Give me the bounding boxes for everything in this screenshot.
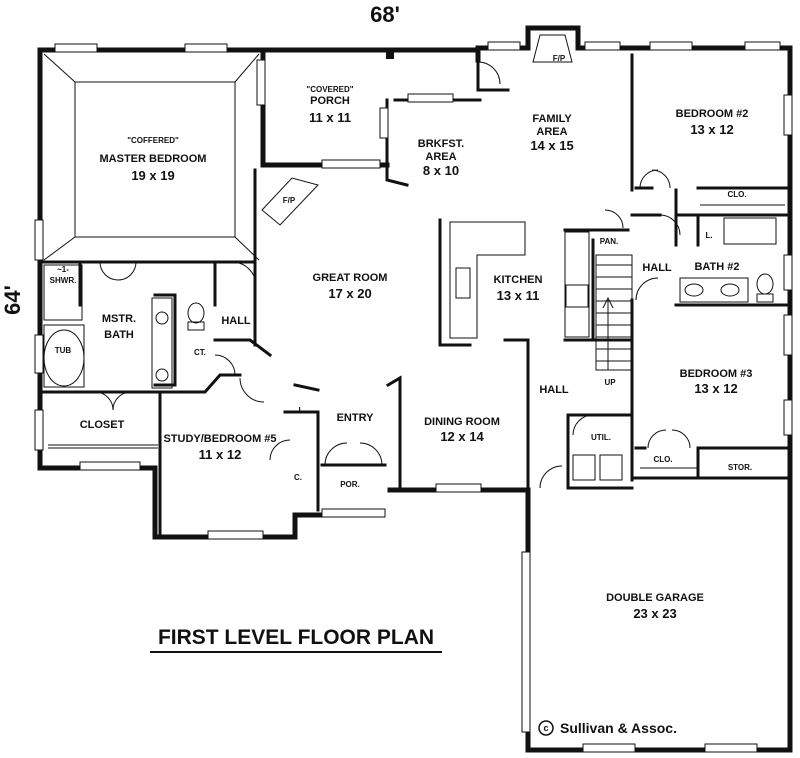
copyright-symbol: c	[543, 723, 548, 733]
master-bedroom-note: "COFFERED"	[127, 136, 179, 145]
linen-bath2-label: L.	[705, 231, 712, 240]
windows	[34, 41, 793, 753]
family-size: 14 x 15	[530, 138, 573, 153]
hall-right-label: HALL	[642, 262, 672, 274]
closet-label: CLOSET	[80, 419, 125, 431]
credit-text: Sullivan & Assoc.	[560, 720, 677, 736]
kitchen-size: 13 x 11	[497, 288, 540, 303]
bedroom2-name: BEDROOM #2	[676, 108, 749, 120]
plan-title: FIRST LEVEL FLOOR PLAN	[158, 626, 434, 649]
kitchen-label: KITCHEN 13 x 11	[494, 274, 543, 303]
tub-label: TUB	[55, 346, 72, 355]
study-name: STUDY/BEDROOM #5	[163, 433, 276, 445]
porch-label: "COVERED" PORCH 11 x 11	[306, 85, 353, 125]
depth-dimension: 64'	[0, 285, 25, 315]
great-room-name: GREAT ROOM	[313, 272, 388, 284]
kitchen-name: KITCHEN	[494, 274, 543, 286]
bedroom3-name: BEDROOM #3	[680, 368, 753, 380]
util-label: UTIL.	[591, 433, 611, 442]
family-line2: AREA	[536, 126, 567, 138]
pantry-label: PAN.	[600, 237, 619, 246]
bedroom2-size: 13 x 12	[690, 122, 733, 137]
great-room-size: 17 x 20	[328, 286, 371, 301]
family-label: FAMILY AREA 14 x 15	[530, 113, 573, 153]
credit-block: c Sullivan & Assoc.	[538, 720, 677, 736]
brkfst-line2: AREA	[425, 151, 456, 163]
great-room-label: GREAT ROOM 17 x 20	[313, 272, 388, 301]
storage-label: STOR.	[728, 463, 752, 472]
bedroom3-label: BEDROOM #3 13 x 12	[680, 368, 753, 396]
garage-label: DOUBLE GARAGE 23 x 23	[606, 592, 704, 621]
ct-label: CT.	[194, 348, 206, 357]
hall-center-label: HALL	[539, 384, 569, 396]
shower-label: SHWR.	[50, 276, 77, 285]
bedroom3-size: 13 x 12	[694, 381, 737, 396]
fireplace-great-label: F/P	[283, 196, 296, 205]
dining-label: DINING ROOM 12 x 14	[424, 416, 500, 444]
stairs-up-label: UP	[604, 378, 616, 387]
family-line1: FAMILY	[532, 113, 572, 125]
brkfst-line1: BRKFST.	[418, 138, 464, 150]
fixtures	[43, 34, 785, 481]
por-label: POR.	[340, 480, 360, 489]
garage-name: DOUBLE GARAGE	[606, 592, 704, 604]
copyright-icon	[538, 720, 554, 736]
entry-label: ENTRY	[337, 412, 375, 424]
mstr-bath-line2: BATH	[104, 329, 134, 341]
mstr-bath-line1: MSTR.	[102, 313, 136, 325]
porch-name: PORCH	[310, 95, 350, 107]
study-size: 11 x 12	[199, 447, 242, 462]
bedroom2-label: BEDROOM #2 13 x 12	[676, 108, 749, 137]
brkfst-label: BRKFST. AREA 8 x 10	[418, 138, 464, 178]
master-bedroom-name: MASTER BEDROOM	[100, 153, 207, 165]
master-bedroom-label: "COFFERED" MASTER BEDROOM 19 x 19	[100, 136, 207, 183]
study-label: STUDY/BEDROOM #5 11 x 12	[163, 433, 276, 462]
closet-bed2-label: CLO.	[727, 190, 746, 199]
closet-bed3-label: CLO.	[653, 455, 672, 464]
stairs	[595, 254, 633, 371]
brkfst-size: 8 x 10	[423, 163, 459, 178]
width-dimension: 68'	[370, 2, 400, 27]
shower-top-label: ~1-	[57, 265, 69, 274]
mstr-bath-label: MSTR. BATH	[102, 313, 136, 341]
hall-left-label: HALL	[221, 315, 251, 327]
linen-study-label: L.	[298, 406, 305, 415]
porch-size: 11 x 11	[309, 110, 351, 125]
interior-walls	[42, 53, 792, 539]
porch-note: "COVERED"	[306, 85, 353, 94]
fireplace-top-label: F/P	[553, 54, 566, 63]
master-bedroom-size: 19 x 19	[131, 168, 174, 183]
dining-size: 12 x 14	[440, 429, 484, 444]
closet-c-label: C.	[294, 473, 302, 482]
doors	[94, 61, 691, 489]
dining-name: DINING ROOM	[424, 416, 500, 428]
bath2-label: BATH #2	[694, 261, 739, 273]
garage-size: 23 x 23	[633, 606, 676, 621]
